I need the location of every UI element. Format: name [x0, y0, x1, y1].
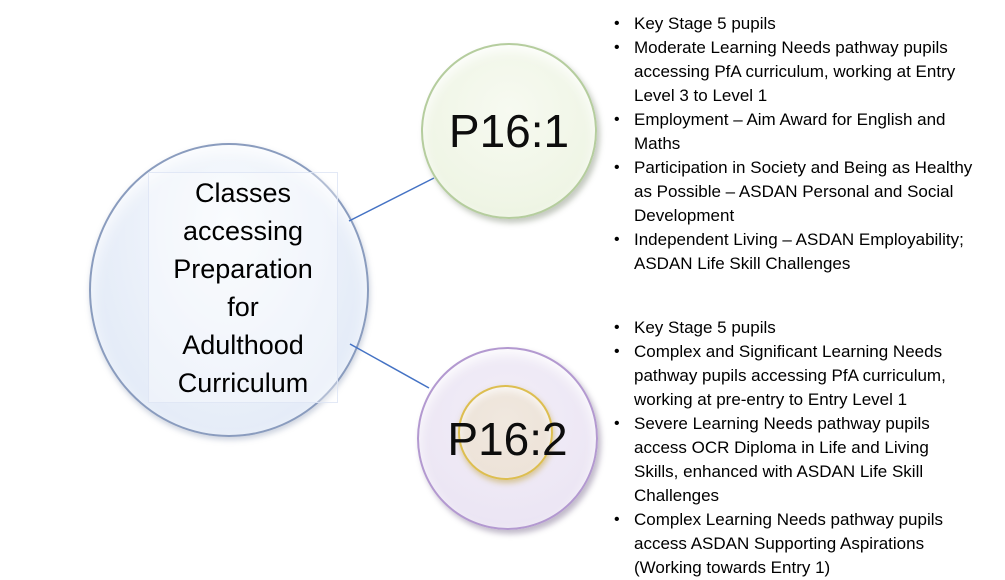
p16-2-bullet-item: Severe Learning Needs pathway pupils acc… [607, 412, 1003, 508]
center-node-circle: Classes accessing Preparation for Adulth… [89, 143, 369, 437]
p16-1-bullet-item: Independent Living – ASDAN Employability… [607, 228, 1003, 276]
p16-2-bullet-item: Complex Learning Needs pathway pupils ac… [607, 508, 1003, 580]
center-node-label: Classes accessing Preparation for Adulth… [173, 177, 313, 398]
p16-2-bullet-item: Complex and Significant Learning Needs p… [607, 340, 1003, 412]
p16-1-bullet-item: Employment – Aim Award for English and M… [607, 108, 1003, 156]
p16-1-bullet-item: Participation in Society and Being as He… [607, 156, 1003, 228]
node-p16-1-circle: P16:1 [421, 43, 597, 219]
center-node-textbox: Classes accessing Preparation for Adulth… [148, 172, 338, 403]
p16-1-bullet-list: Key Stage 5 pupils Moderate Learning Nee… [607, 12, 1003, 276]
node-p16-2-inner-circle [458, 385, 553, 480]
p16-2-bullet-list: Key Stage 5 pupils Complex and Significa… [607, 316, 1003, 580]
connector-to-p16-2 [349, 343, 430, 389]
p16-2-bullet-item: Key Stage 5 pupils [607, 316, 1003, 340]
connector-to-p16-1 [348, 177, 435, 222]
node-p16-1-label: P16:1 [448, 105, 570, 157]
p16-1-bullet-item: Moderate Learning Needs pathway pupils a… [607, 36, 1003, 108]
p16-1-bullet-item: Key Stage 5 pupils [607, 12, 1003, 36]
